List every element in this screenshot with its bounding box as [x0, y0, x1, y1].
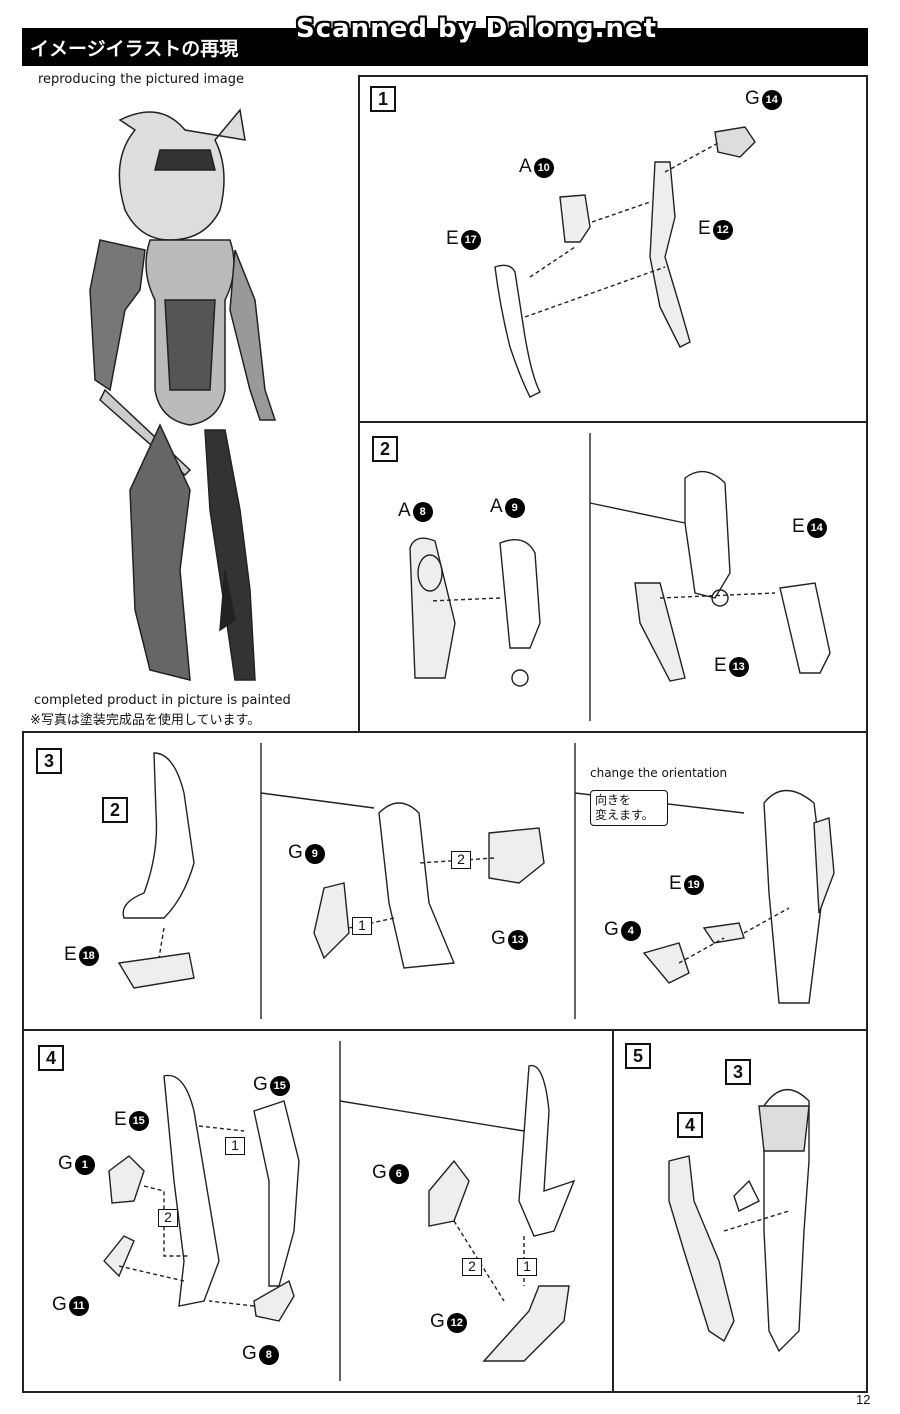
intro-caption: reproducing the pictured image [38, 72, 244, 87]
step-4-number: 4 [38, 1045, 64, 1071]
orientation-line-1: 向きを [595, 793, 632, 807]
step-4-sub-1a: 1 [225, 1137, 245, 1155]
step-3-ref-step-2: 2 [102, 797, 128, 823]
step-1-diagram [360, 77, 866, 421]
step-4-sub-1b: 1 [517, 1258, 537, 1276]
step-3-sub-2: 2 [451, 851, 471, 869]
step-2-diagram [360, 423, 866, 731]
figure-photo [40, 90, 340, 690]
step-5-number: 5 [625, 1043, 651, 1069]
step-5-panel [612, 1029, 868, 1393]
page-number: 12 [856, 1392, 871, 1407]
step-4-sub-2a: 2 [158, 1209, 178, 1227]
step-5-diagram [614, 1031, 866, 1391]
step-5-ref-step-3: 3 [725, 1059, 751, 1085]
step-4-diagram [24, 1031, 612, 1391]
step-3-sub-1: 1 [352, 917, 372, 935]
orientation-note-en: change the orientation [590, 766, 728, 780]
step-5-ref-step-4: 4 [677, 1112, 703, 1138]
intro-note-en: completed product in picture is painted [34, 693, 291, 708]
step-1-number: 1 [370, 86, 396, 112]
step-3-diagram [24, 733, 866, 1029]
intro-note-jp: ※写真は塗装完成品を使用しています。 [30, 713, 261, 728]
step-3-number: 3 [36, 748, 62, 774]
step-4-sub-2b: 2 [462, 1258, 482, 1276]
header-bar [22, 28, 868, 66]
page-title: イメージイラストの再現 [30, 38, 239, 60]
scanner-watermark: Scanned by Dalong.net [296, 14, 658, 44]
orientation-callout: 向きを 変えます。 [590, 790, 668, 826]
step-2-number: 2 [372, 436, 398, 462]
orientation-line-2: 変えます。 [595, 808, 654, 822]
